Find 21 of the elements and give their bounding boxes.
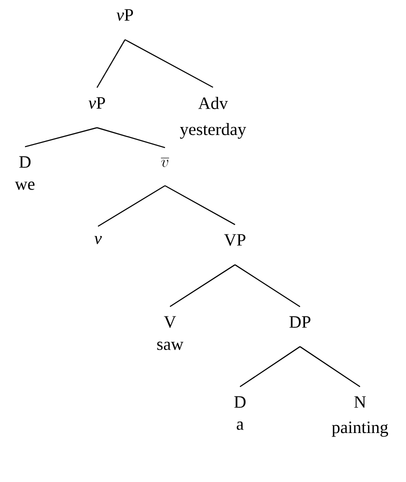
branch-line	[24, 127, 98, 148]
tree-node-label: Adv yesterday	[180, 96, 246, 139]
branch-line	[124, 39, 214, 88]
branch-line	[164, 185, 236, 226]
category-label: v	[94, 236, 102, 244]
category-label: $\mathit{v}\mathrm{P}$	[116, 9, 133, 21]
branch-line	[170, 264, 236, 308]
branch-line	[234, 264, 300, 308]
category-label: VP	[224, 234, 246, 246]
tree-node-label: D we	[14, 156, 34, 190]
branch-line	[96, 127, 166, 148]
tree-node-label: N painting	[332, 396, 388, 437]
category-label: DP	[289, 316, 310, 328]
tree-node-label: V saw	[157, 316, 184, 350]
tree-node-label: D a	[234, 396, 246, 430]
branch-line	[98, 185, 166, 227]
branch-line	[300, 346, 360, 388]
category-label: $\mathit{v}\mathrm{P}$	[88, 97, 105, 109]
branch-line	[96, 39, 126, 88]
category-label: $\overline{v}$	[160, 158, 170, 167]
branch-line	[240, 346, 300, 388]
